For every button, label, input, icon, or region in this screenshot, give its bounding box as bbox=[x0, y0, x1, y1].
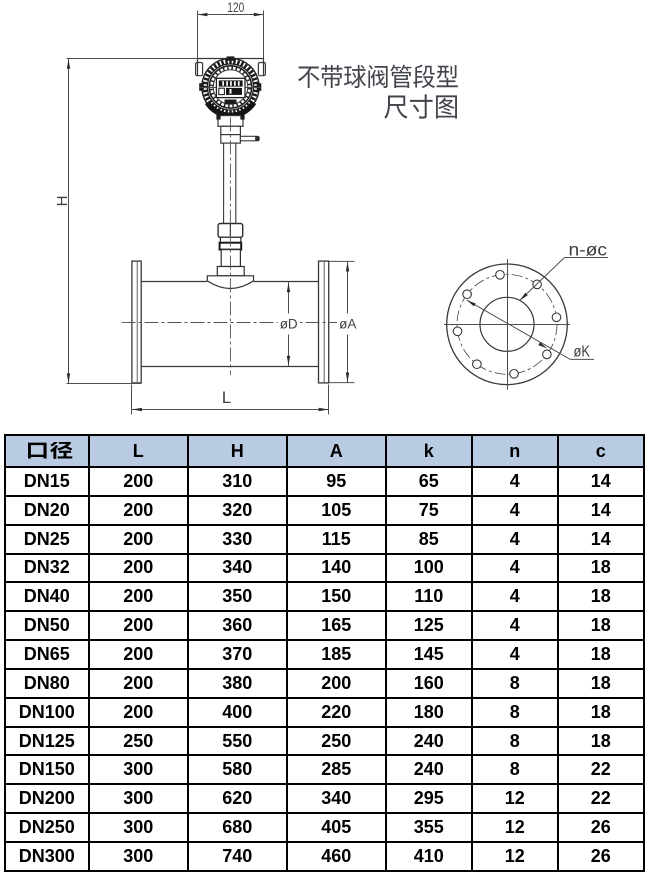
svg-text:øA: øA bbox=[339, 317, 356, 332]
svg-text:H: H bbox=[54, 196, 71, 207]
svg-text:120: 120 bbox=[227, 0, 244, 15]
svg-text:n-øc: n-øc bbox=[569, 240, 608, 260]
svg-text:øD: øD bbox=[280, 317, 298, 332]
svg-text:øK: øK bbox=[574, 344, 591, 361]
svg-text:L: L bbox=[222, 389, 231, 407]
